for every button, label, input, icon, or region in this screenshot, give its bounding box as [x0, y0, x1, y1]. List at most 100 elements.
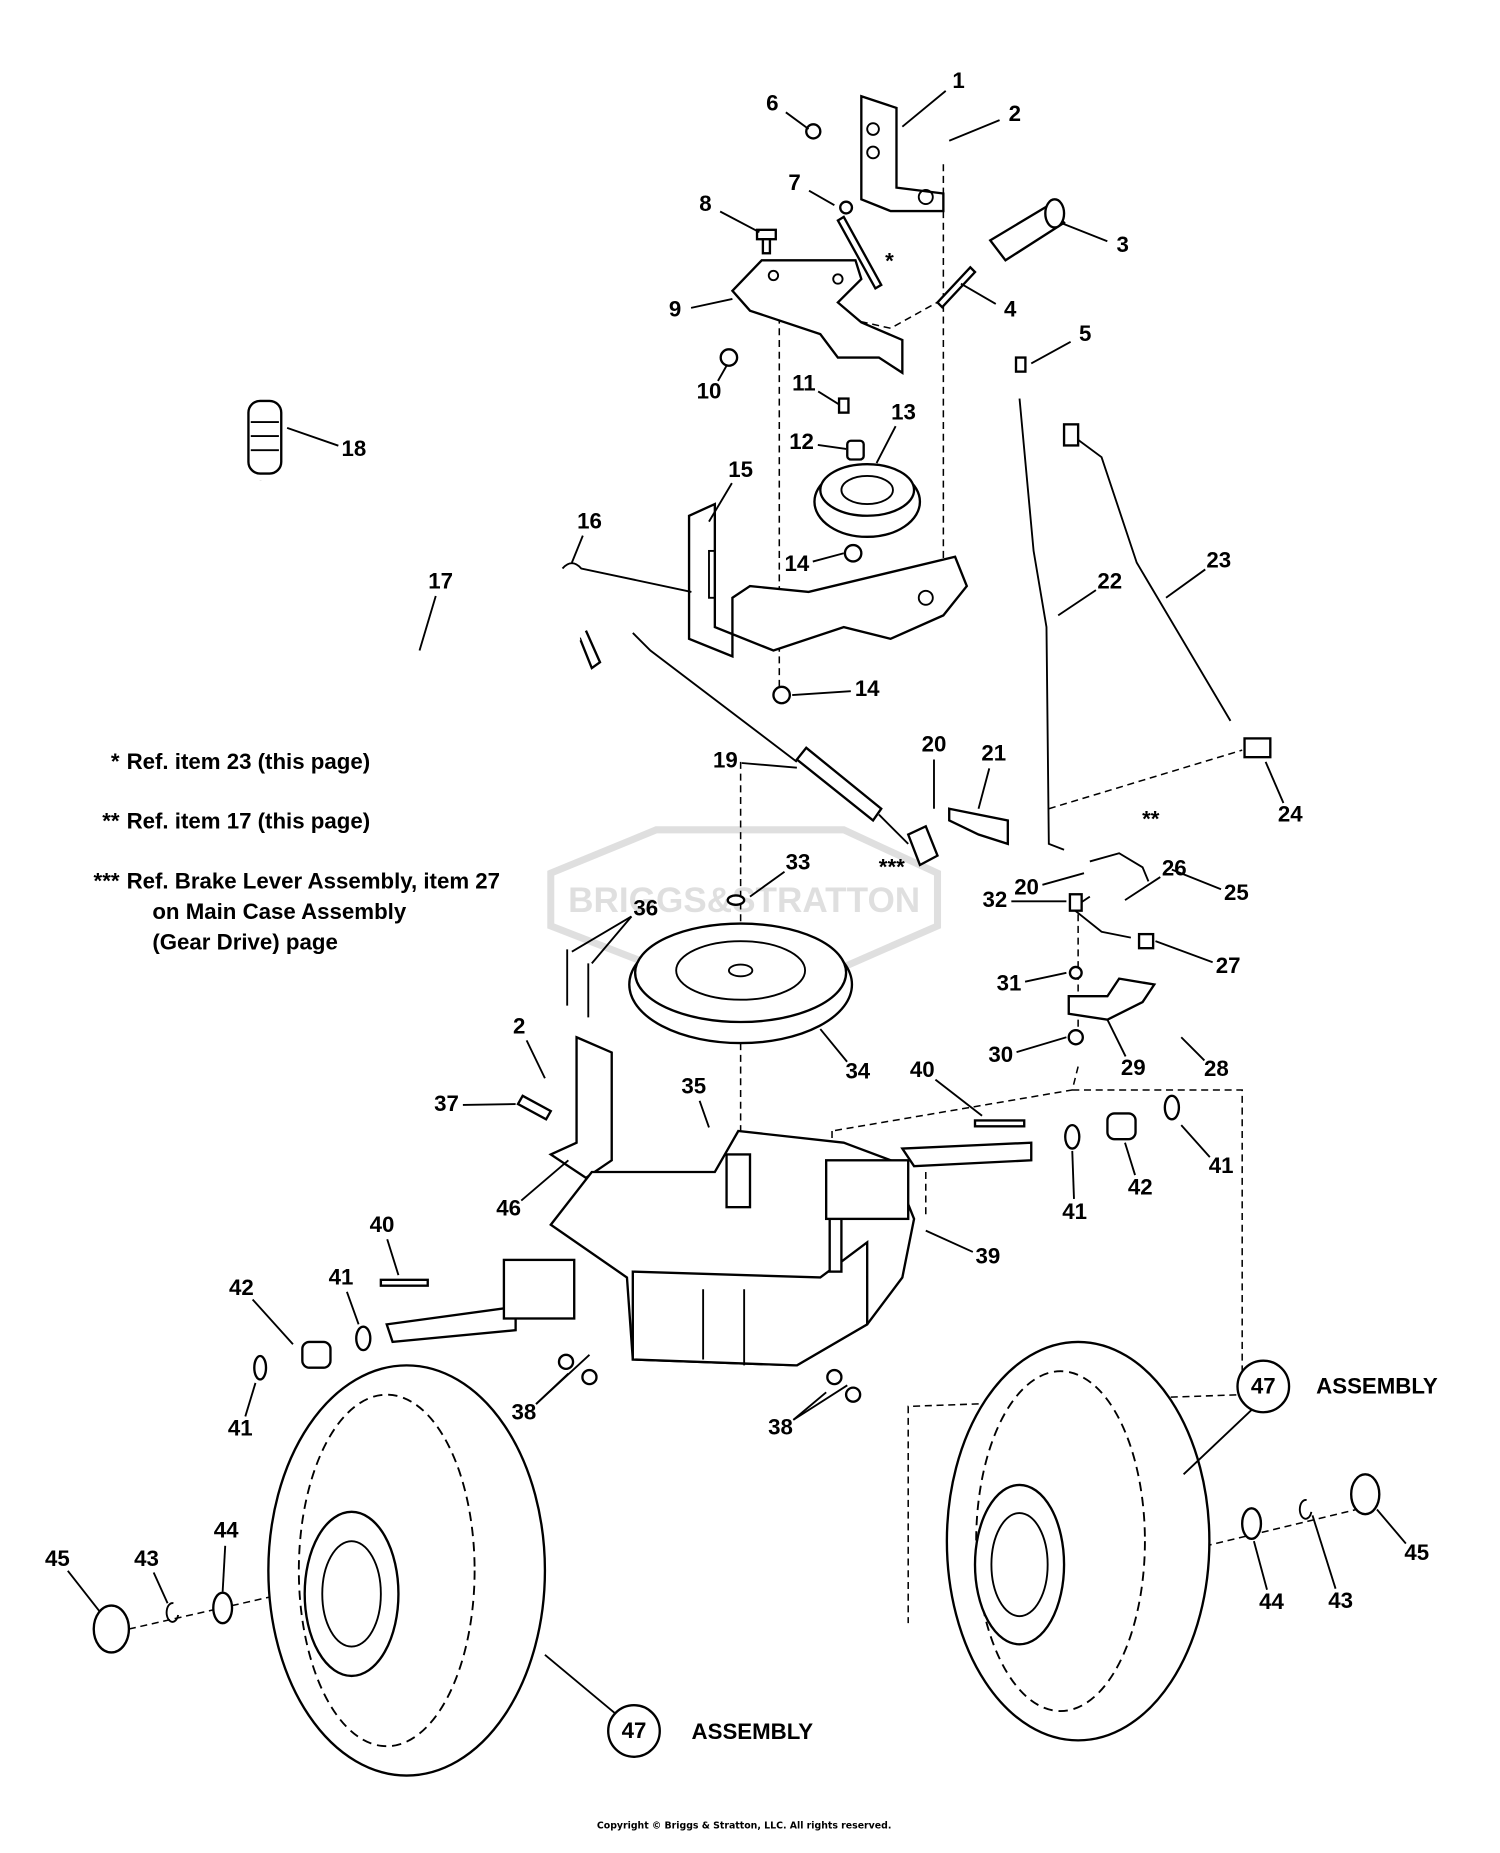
callout-20: 20 — [1014, 874, 1039, 899]
note-marker: * — [111, 749, 120, 774]
nut-27 — [1137, 932, 1155, 950]
callout-45: 45 — [1404, 1540, 1429, 1565]
callout-28: 28 — [1204, 1056, 1229, 1081]
callout-46: 46 — [496, 1195, 521, 1220]
assembly-callout-right: 47 ASSEMBLY — [1182, 1359, 1438, 1476]
assembly-number: 47 — [622, 1718, 647, 1743]
callout-21: 21 — [981, 741, 1006, 766]
bracket-29 — [1067, 977, 1157, 1021]
idler-bracket-15 — [687, 502, 969, 659]
callout-5: 5 — [1079, 321, 1091, 346]
leader-line — [571, 535, 584, 563]
leader-line — [1042, 872, 1085, 886]
brake-lever-ref — [906, 824, 939, 867]
washer-6 — [805, 123, 822, 140]
leader-line — [1165, 568, 1206, 599]
mounting-bracket-9 — [730, 259, 904, 375]
note-text: on Main Case Assembly — [152, 899, 407, 924]
nut-14 — [843, 543, 863, 563]
note-marker: ** — [102, 809, 120, 834]
leader-line — [925, 1229, 974, 1253]
key-40b — [973, 1119, 1026, 1128]
callout-40: 40 — [370, 1212, 395, 1237]
notes: * Ref. item 23 (this page) ** Ref. item … — [94, 749, 501, 954]
rod-23 — [1062, 423, 1232, 722]
leader-line — [717, 365, 728, 382]
bolt-11 — [837, 397, 850, 414]
leader-line — [418, 595, 437, 651]
leader-line — [1060, 221, 1108, 243]
bolt-8 — [755, 228, 777, 255]
leader-line — [462, 1103, 516, 1106]
callout-10: 10 — [697, 379, 722, 404]
callout-36: 36 — [633, 895, 658, 920]
note-text: (Gear Drive) page — [152, 929, 338, 954]
nuts-38 — [557, 1353, 862, 1403]
leader-line — [1155, 940, 1213, 964]
marker-double: ** — [1142, 806, 1160, 831]
callout-6: 6 — [766, 90, 778, 115]
callout-43: 43 — [1328, 1588, 1353, 1613]
callout-37: 37 — [434, 1091, 459, 1116]
leader-line — [346, 1291, 360, 1325]
washers-41 — [253, 1094, 1181, 1381]
callout-44: 44 — [1259, 1589, 1284, 1614]
leader-line — [690, 298, 733, 309]
callout-23: 23 — [1206, 547, 1231, 572]
leader-line — [792, 1384, 848, 1421]
leader-line — [1376, 1508, 1407, 1545]
nut-7 — [836, 200, 883, 291]
leader-line — [901, 90, 947, 128]
callout-42: 42 — [1128, 1174, 1153, 1199]
nut-14b — [772, 685, 792, 705]
transaxle-39 — [385, 1129, 1033, 1367]
leader-line — [1171, 868, 1222, 891]
spring-19 — [632, 632, 909, 845]
bushings-42 — [301, 1112, 1137, 1369]
washer-30 — [1067, 1029, 1084, 1046]
assembly-number: 47 — [1251, 1374, 1276, 1399]
marker-single: * — [885, 249, 894, 274]
callout-43: 43 — [134, 1546, 159, 1571]
leader-line — [698, 1100, 710, 1128]
leader-line — [535, 1354, 591, 1405]
callout-24: 24 — [1278, 802, 1303, 827]
callout-20: 20 — [922, 731, 947, 756]
hub-caps-45 — [92, 1473, 1381, 1654]
spring-3 — [988, 198, 1066, 262]
idler-pulley-13 — [813, 463, 922, 539]
leader-line — [1311, 1515, 1337, 1589]
leader-line — [67, 1570, 101, 1613]
leader-line — [1016, 1036, 1067, 1054]
note-text: Ref. item 17 (this page) — [127, 809, 371, 834]
callout-38: 38 — [768, 1415, 793, 1440]
leader-line — [1057, 589, 1097, 617]
callout-11: 11 — [792, 370, 816, 395]
callout-2: 2 — [1009, 101, 1021, 126]
callout-1: 1 — [952, 68, 964, 93]
bolt-32 — [1068, 893, 1083, 912]
nut-10 — [719, 348, 739, 367]
leader-line — [934, 1078, 983, 1117]
callout-4: 4 — [1004, 297, 1017, 322]
callout-14: 14 — [855, 676, 880, 701]
marker-triple: *** — [879, 854, 905, 879]
callout-41: 41 — [1062, 1199, 1087, 1224]
callout-39: 39 — [976, 1243, 1001, 1268]
leader-line — [792, 690, 851, 696]
bracket-46 — [548, 1035, 613, 1180]
leader-line — [386, 1238, 400, 1276]
callout-2: 2 — [513, 1014, 525, 1039]
assembly-label: ASSEMBLY — [692, 1719, 814, 1744]
callout-14: 14 — [785, 551, 810, 576]
leader-line — [1124, 876, 1161, 901]
callout-12: 12 — [789, 429, 814, 454]
callout-30: 30 — [988, 1042, 1013, 1067]
note-text: Ref. item 23 (this page) — [127, 749, 371, 774]
drive-pulley-34 — [628, 922, 854, 1045]
washer-31 — [1068, 965, 1083, 980]
leader-line — [1030, 340, 1072, 365]
leader-line — [960, 282, 997, 305]
callout-32: 32 — [983, 887, 1008, 912]
